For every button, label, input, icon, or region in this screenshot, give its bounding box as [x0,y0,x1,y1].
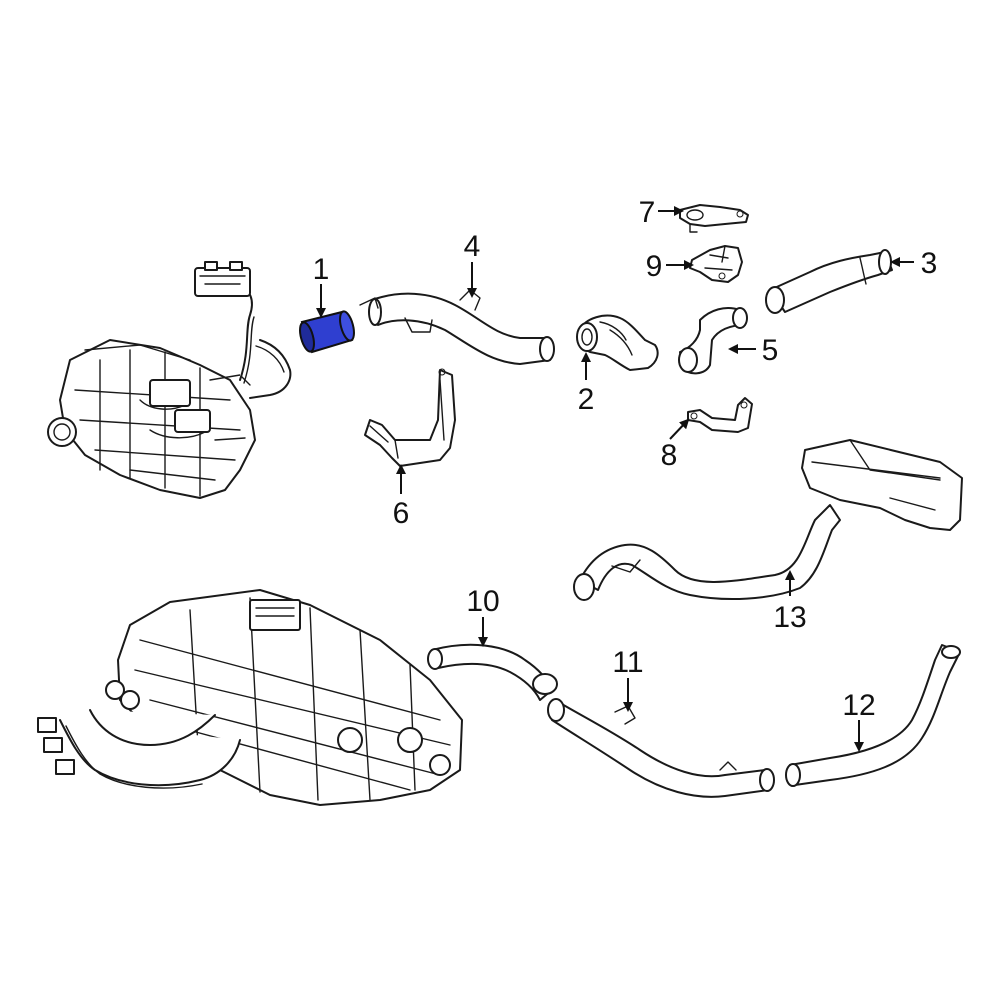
callout-12: 12 [842,689,875,722]
part-2-thermostat-housing[interactable] [576,314,659,371]
part-8-bracket[interactable] [687,397,753,433]
callout-8: 8 [661,439,678,472]
callout-4: 4 [464,230,481,263]
part-13-cooler-hose[interactable] [573,439,963,601]
part-1-coolant-hose[interactable] [297,310,356,354]
callout-1: 1 [313,253,330,286]
callout-11: 11 [612,646,643,679]
callout-2: 2 [578,383,595,416]
callout-leaders [316,206,914,752]
callout-5: 5 [762,334,779,367]
callout-13: 13 [773,601,806,634]
callout-labels: 1 2 3 4 5 6 7 8 9 10 11 12 13 [313,196,938,722]
part-3-upper-hose[interactable] [765,249,893,314]
part-5-bypass-hose[interactable] [678,307,748,375]
part-9-sensor-bracket[interactable] [689,245,743,283]
callout-10: 10 [466,585,499,618]
drive-unit-assembly [47,261,292,499]
callout-9: 9 [646,250,663,283]
part-6-pipe-bracket[interactable] [364,368,456,467]
power-control-unit-assembly [37,589,463,806]
part-12-return-hose[interactable] [785,644,961,787]
callout-3: 3 [921,247,938,280]
callout-7: 7 [639,196,656,229]
part-4-upper-pipe[interactable] [359,289,555,365]
part-10-lower-hose[interactable] [427,643,558,701]
part-11-lower-pipe[interactable] [547,698,775,798]
part-7-gasket[interactable] [679,204,749,233]
callout-6: 6 [393,497,410,530]
